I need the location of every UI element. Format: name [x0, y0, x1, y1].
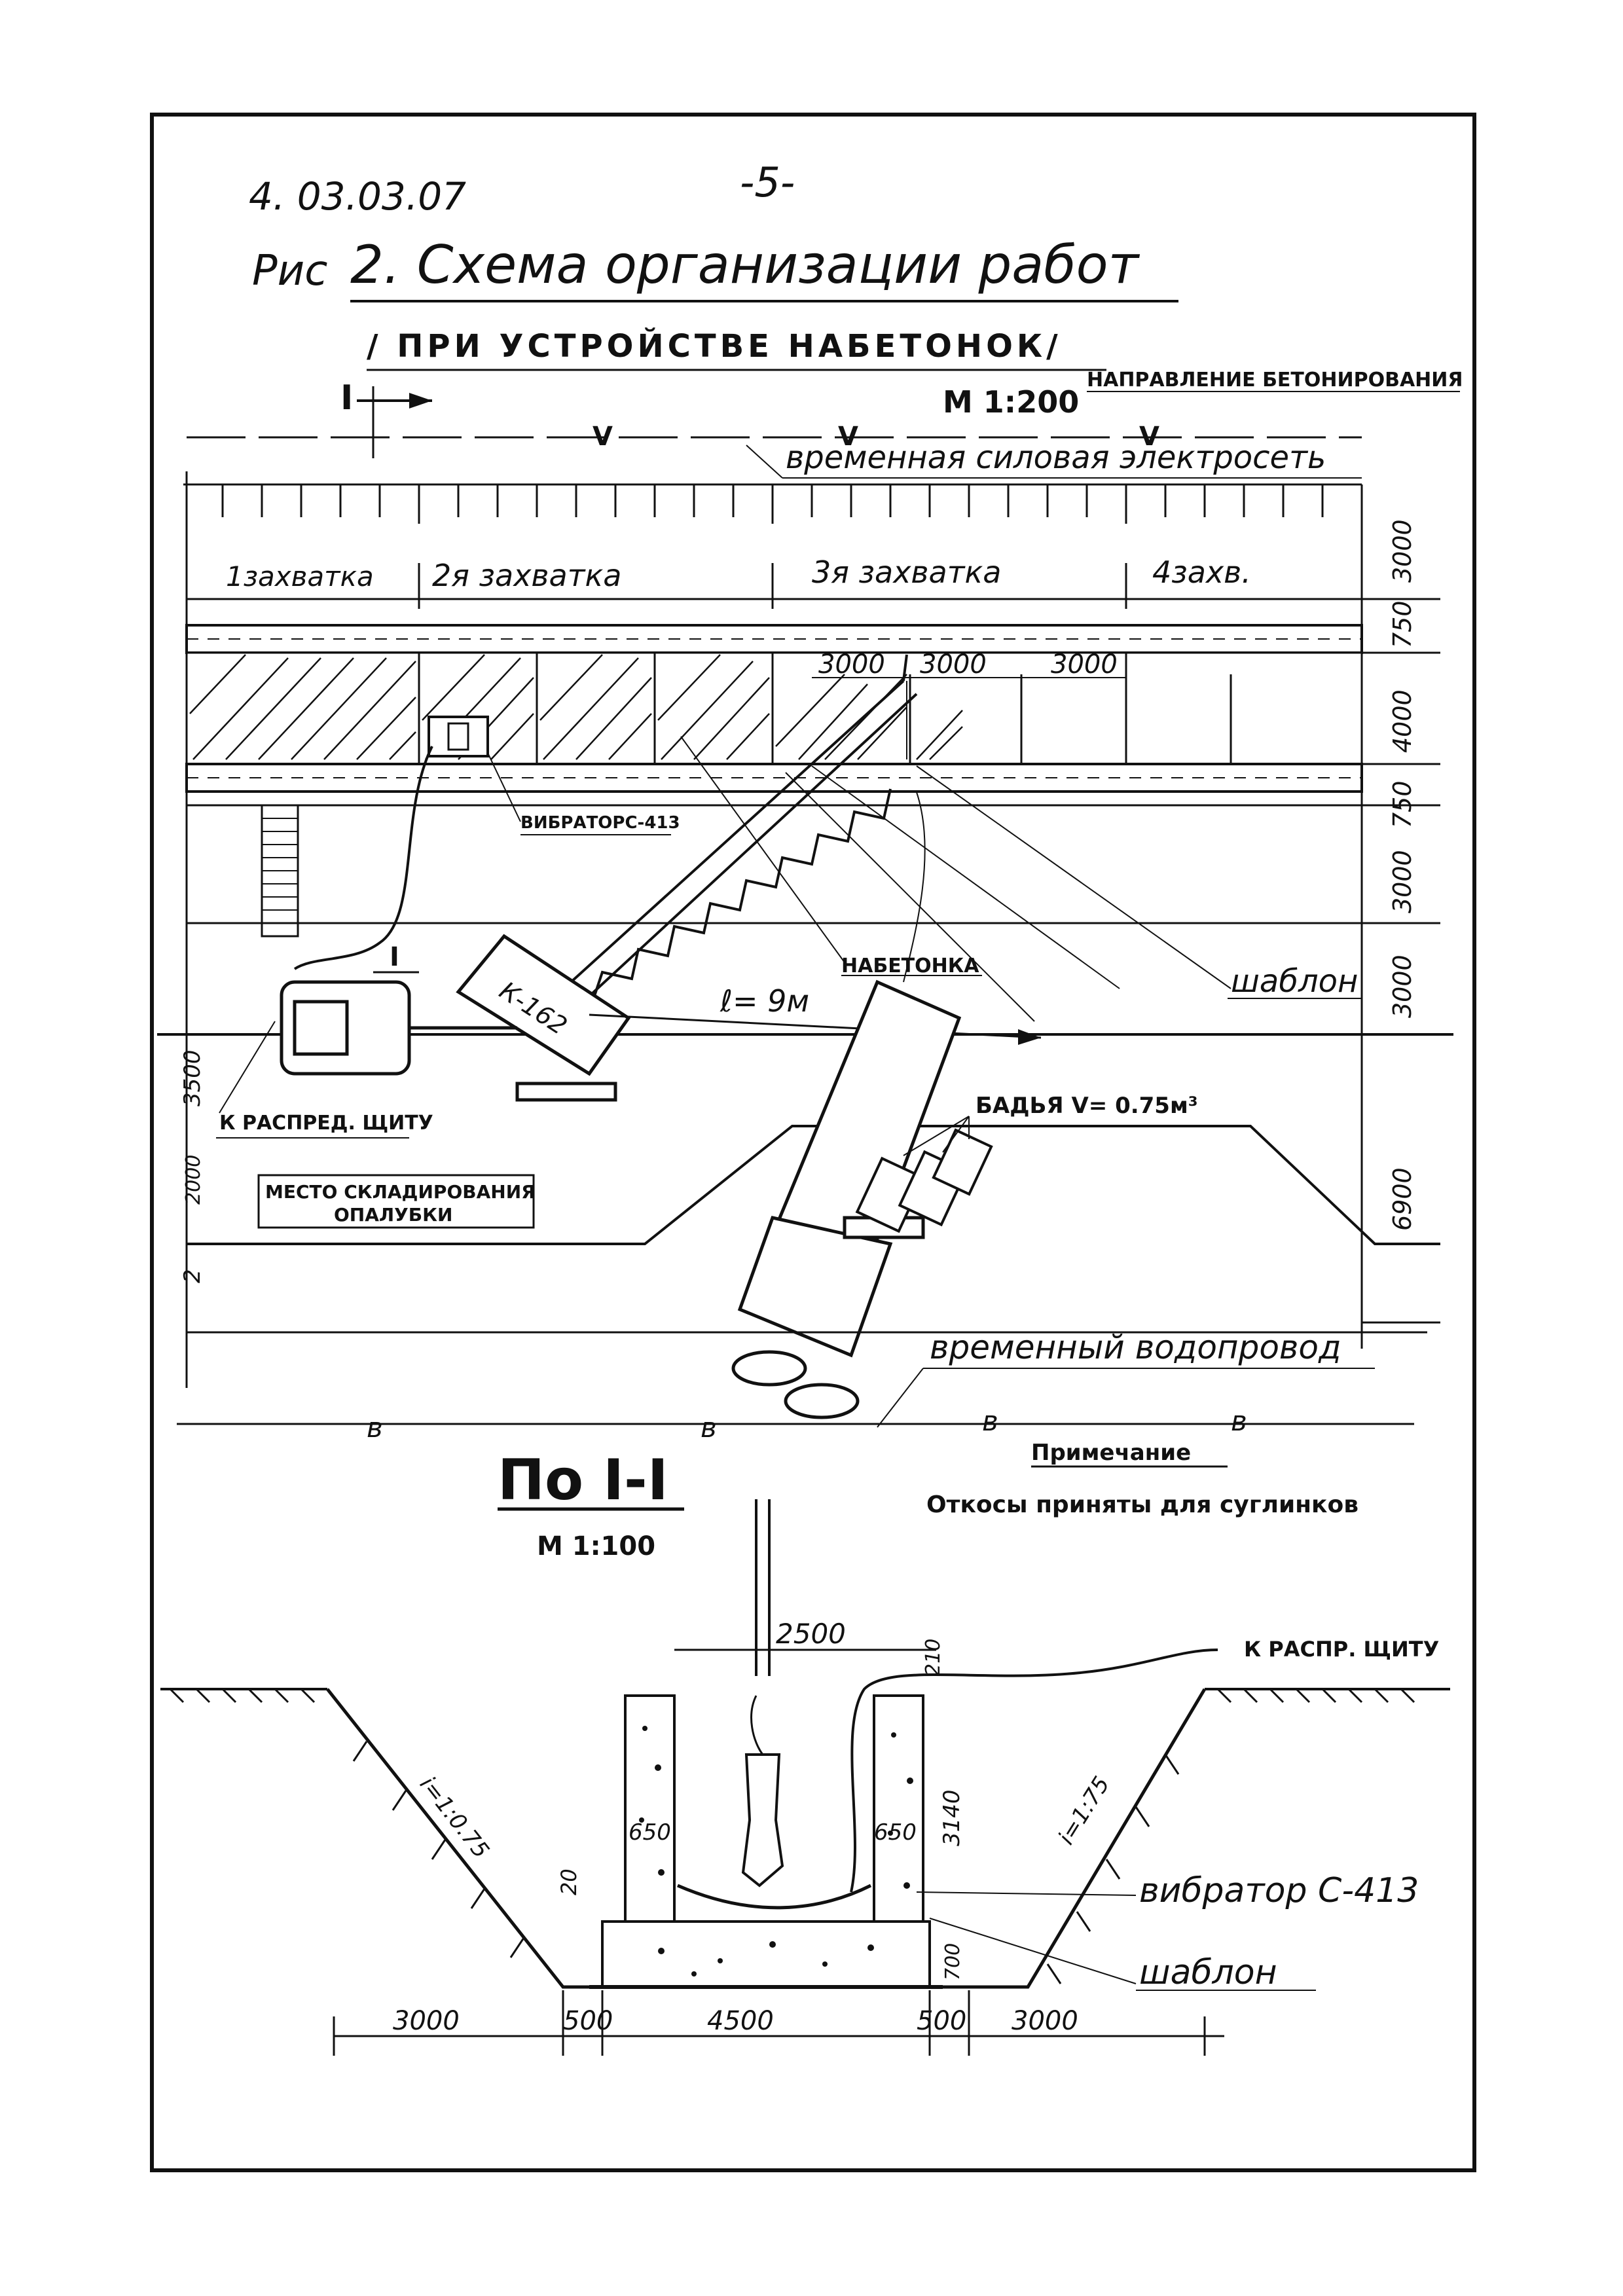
base-slab	[601, 1920, 931, 1988]
storage-label-line-2: ОПАЛУБКИ	[334, 1204, 452, 1226]
section-mark: I	[340, 378, 353, 418]
right-dim-3: 4000	[1388, 689, 1417, 753]
note-text: Откосы приняты для суглинков	[926, 1491, 1359, 1518]
section-title: По I-I	[498, 1448, 668, 1513]
zone-2-label: 2я захватка	[432, 558, 622, 593]
section-bottom-dim-1: 3000	[393, 2006, 460, 2036]
template-arc	[677, 1884, 872, 1910]
right-wall	[873, 1694, 924, 1923]
section-bottom-dim-2: 500	[563, 2006, 613, 2036]
zone-1-label: 1захватка	[226, 560, 374, 592]
document-number: 4. 03.03.07	[249, 174, 466, 219]
site-plan: I V V V временная силовая электросеть	[157, 378, 1453, 1518]
left-wall	[624, 1694, 676, 1923]
storage-area-outline	[187, 1125, 1440, 1245]
vibrator-cable	[293, 746, 433, 970]
right-dim-1: 3000	[1388, 519, 1417, 583]
storage-label-box	[257, 1174, 535, 1229]
concrete-buckets	[855, 1128, 993, 1233]
base-dim: 700	[941, 1943, 964, 1980]
soil-hatching	[169, 1688, 1415, 1984]
right-dim-6: 3000	[1388, 955, 1417, 1018]
vibrator-cable-section	[850, 1649, 1218, 1893]
left-dim-1: 3500	[179, 1049, 206, 1106]
figure-title: 2. Схема организации работ	[350, 234, 1140, 295]
bucket-truck	[731, 979, 962, 1419]
height-dim: 3140	[939, 1789, 965, 1846]
vibrator-label: ВИБРАТОРС-413	[520, 813, 680, 833]
section-mark-plan: I	[390, 942, 399, 972]
trench-bay-zone-1	[185, 651, 420, 765]
power-line-label: временная силовая электросеть	[786, 439, 1326, 476]
nabetonka-label: НАБЕТОНКА	[841, 955, 979, 977]
top-dim: 2500	[776, 1618, 846, 1650]
figure-prefix: Рис	[252, 247, 327, 295]
template-label-plan: шаблон	[1231, 963, 1358, 1000]
crane-k162	[456, 934, 631, 1102]
right-dim-2: 750	[1388, 600, 1417, 648]
plan-bottom-dim-2: в	[701, 1412, 717, 1444]
sheet-frame	[150, 113, 1476, 2172]
water-label: временный водопровод	[930, 1328, 1341, 1366]
section-bottom-dim-5: 3000	[1012, 2006, 1078, 2036]
right-wall-dim: 650	[874, 1819, 917, 1846]
plan-bottom-dim-4: в	[1231, 1405, 1247, 1437]
zone-4-label: 4захв.	[1152, 555, 1251, 590]
section-bottom-dim-3: 4500	[707, 2006, 774, 2036]
plan-scale: М 1:200	[943, 384, 1079, 420]
crane-boom	[555, 654, 918, 1010]
trench-bay-zone-4	[1125, 651, 1363, 765]
section-bottom-dim-4: 500	[917, 2006, 966, 2036]
right-dim-5: 3000	[1388, 850, 1417, 913]
section-panel-label: К РАСПР. ЩИТУ	[1244, 1637, 1439, 1662]
crane-reach-label: ℓ= 9м	[720, 983, 809, 1019]
section-scale: М 1:100	[537, 1531, 655, 1561]
right-slope: i=1:75	[1053, 1772, 1115, 1850]
left-dim-2: 2000	[182, 1155, 205, 1205]
bay-dim-3: 3000	[1051, 649, 1118, 680]
section-arrowhead	[409, 393, 432, 409]
ruler-ticks	[221, 484, 1324, 524]
template-label-section: шаблон	[1139, 1953, 1277, 1992]
plan-bottom-dim-3: в	[982, 1405, 998, 1437]
nabetonka-leader	[680, 736, 845, 963]
power-line-leader	[746, 445, 783, 479]
right-dim-7: 6900	[1388, 1167, 1417, 1231]
cross-section: По I-I М 1:100	[160, 1448, 1450, 2056]
power-truck	[280, 980, 517, 1076]
plan-bottom-dim-1: в	[367, 1412, 383, 1444]
vibrator-leader	[487, 752, 521, 822]
bay-dim-2: 3000	[920, 649, 987, 680]
zone-3-label: 3я захватка	[812, 555, 1002, 590]
bay-dim-1: 3000	[818, 649, 885, 680]
left-wall-dim: 650	[629, 1819, 671, 1846]
power-line-mark-1: V	[593, 422, 613, 452]
storage-label-line-1: МЕСТО СКЛАДИРОВАНИЯ	[265, 1181, 536, 1203]
crane-reach-line	[589, 1013, 1042, 1039]
bucket-label: БАДЬЯ V= 0.75м³	[976, 1093, 1198, 1119]
plan-panel-label: К РАСПРЕД. ЩИТУ	[219, 1112, 433, 1135]
note-title: Примечание	[1031, 1440, 1191, 1466]
gap-dim: 20	[556, 1868, 581, 1895]
top-small-dim: 210	[922, 1639, 945, 1676]
figure-subtitle: / ПРИ УСТРОЙСТВЕ НАБЕТОНОК/	[367, 327, 1062, 365]
power-line-mark-2: V	[838, 422, 858, 452]
direction-label: НАПРАВЛЕНИЕ БЕТОНИРОВАНИЯ	[1087, 369, 1463, 392]
vibrator-label-section: вибратор С-413	[1139, 1871, 1419, 1910]
page-number: -5-	[740, 158, 795, 206]
left-dim-3: 2	[179, 1269, 206, 1283]
header: 4. 03.03.07 -5- Рис 2. Схема организации…	[249, 158, 1463, 420]
concrete-bucket	[741, 1753, 784, 1887]
power-line-mark-3: V	[1139, 422, 1159, 452]
